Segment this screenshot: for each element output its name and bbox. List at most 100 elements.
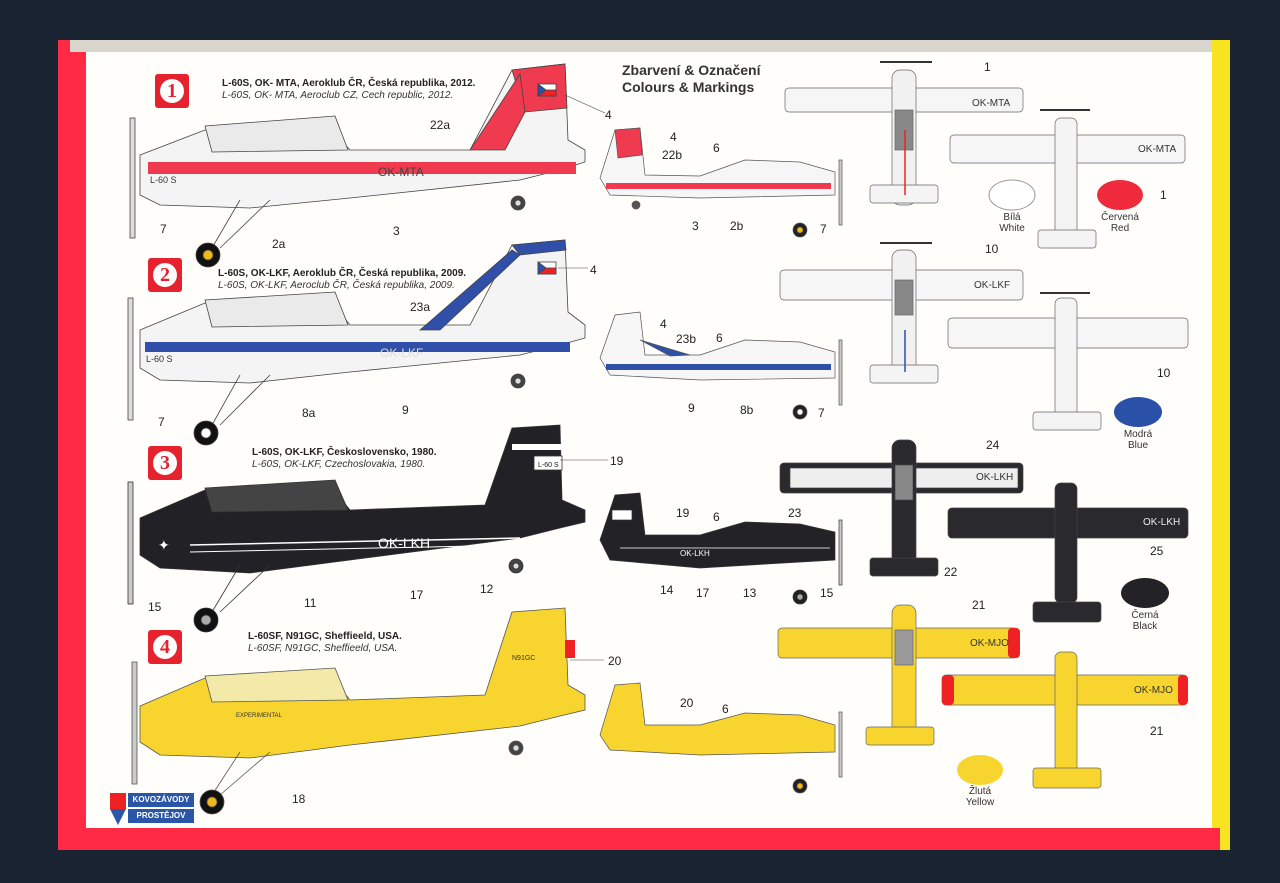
svg-text:N91GC: N91GC [512, 655, 535, 662]
scheme-badge-2: 2 [148, 258, 182, 292]
scheme4-small-profile [599, 682, 843, 794]
scheme2-title: L-60S, OK-LKF, Aeroklub ČR, Česká republ… [218, 268, 467, 279]
svg-text:OK-LKH: OK-LKH [680, 549, 710, 558]
callout: 11 [304, 596, 317, 610]
scheme4-top-view [777, 604, 1020, 746]
callout: 6 [716, 331, 723, 345]
svg-text:OK-LKF: OK-LKF [974, 280, 1010, 291]
svg-text:OK-MTA: OK-MTA [378, 165, 424, 179]
callout: 2a [272, 237, 286, 251]
scheme3-top-view [779, 439, 1024, 577]
scheme1-side-view [129, 63, 586, 268]
svg-text:EXPERIMENTAL: EXPERIMENTAL [236, 713, 283, 719]
manufacturer-logo: KOVOZÁVODY PROSTĚJOV [100, 793, 194, 827]
svg-text:OK-MJO: OK-MJO [970, 638, 1009, 649]
callout: 21 [972, 598, 986, 612]
scheme1-subtitle: L-60S, OK- MTA, Aeroclub CZ, Cech republ… [222, 90, 454, 101]
callout: 22b [662, 148, 683, 162]
callout: 10 [1157, 366, 1171, 380]
callout: 25 [1150, 544, 1164, 558]
callout: 10 [985, 242, 999, 256]
scheme4-subtitle: L-60SF, N91GC, Sheffieeld, USA. [248, 643, 398, 654]
callout: 15 [148, 600, 162, 614]
svg-text:L-60 S: L-60 S [146, 354, 173, 364]
callout: 6 [722, 702, 729, 716]
svg-text:OK-LKH: OK-LKH [1143, 517, 1180, 528]
callout: 12 [480, 582, 494, 596]
svg-text:L-60 S: L-60 S [538, 462, 559, 469]
header-title-cz: Zbarvení & Označení [622, 62, 761, 78]
swatch-red [1097, 180, 1143, 210]
callout: 7 [158, 415, 165, 429]
logo-mark-icon [110, 793, 126, 825]
swatch-yellow [957, 755, 1003, 785]
header-title-en: Colours & Markings [622, 79, 755, 95]
callout: 4 [670, 130, 677, 144]
svg-text:OK-MTA: OK-MTA [972, 98, 1010, 109]
svg-text:OK-LKH: OK-LKH [378, 535, 430, 551]
callout: 17 [410, 588, 424, 602]
callout: 23a [410, 300, 431, 314]
scheme4-title: L-60SF, N91GC, Sheffieeld, USA. [248, 631, 402, 642]
scheme4-bottom-view [941, 651, 1188, 789]
svg-text:OK-LKF: OK-LKF [380, 346, 423, 360]
callout: 13 [743, 586, 757, 600]
callout: 3 [393, 224, 400, 238]
callout: 6 [713, 141, 720, 155]
scheme3-small-profile [599, 492, 843, 605]
scheme2-side-view [127, 239, 586, 446]
callout: 17 [696, 586, 710, 600]
callout: 23b [676, 332, 697, 346]
callout: 14 [660, 583, 674, 597]
callout: 18 [292, 792, 306, 806]
callout: 9 [688, 401, 695, 415]
callout: 2b [730, 219, 744, 233]
callout: 23 [788, 506, 802, 520]
scheme2-small-profile [599, 311, 843, 420]
callout: 20 [608, 654, 622, 668]
callout: 21 [1150, 724, 1164, 738]
callout: 22a [430, 118, 451, 132]
callout: 9 [402, 403, 409, 417]
scheme-badge-4: 4 [148, 630, 182, 664]
svg-text:OK-MJO: OK-MJO [1134, 685, 1173, 696]
callout: 15 [820, 586, 834, 600]
scheme3-bottom-view [947, 482, 1189, 623]
callout: 1 [984, 60, 991, 74]
callout: 3 [692, 219, 699, 233]
callout: 4 [590, 263, 597, 277]
scheme2-subtitle: L-60S, OK-LKF, Aeroclub ČR, Česká republ… [218, 280, 455, 291]
scheme4-side-view [131, 607, 586, 815]
scheme-badge-3: 3 [148, 446, 182, 480]
callout: 4 [605, 108, 612, 122]
scheme2-bottom-view [947, 292, 1189, 431]
svg-text:OK-LKH: OK-LKH [976, 472, 1013, 483]
scheme1-bottom-view [949, 109, 1186, 249]
scheme2-top-view [779, 242, 1024, 384]
scheme3-title: L-60S, OK-LKF, Československo, 1980. [252, 447, 437, 458]
callout: 7 [820, 222, 827, 236]
callout: 6 [713, 510, 720, 524]
scheme3-side-view: ✦ [127, 424, 586, 633]
callout: 4 [660, 317, 667, 331]
callout: 7 [818, 406, 825, 420]
svg-text:OK-MTA: OK-MTA [1138, 144, 1176, 155]
scheme1-small-profile [599, 127, 843, 238]
callout: 24 [986, 438, 1000, 452]
svg-text:✦: ✦ [158, 538, 170, 554]
callout: 8a [302, 406, 316, 420]
scheme1-title: L-60S, OK- MTA, Aeroklub ČR, Česká repub… [222, 78, 476, 89]
swatch-white [988, 179, 1036, 211]
scheme3-subtitle: L-60S, OK-LKF, Czechoslovakia, 1980. [252, 459, 426, 470]
callout: 22 [944, 565, 958, 579]
callout: 19 [610, 454, 624, 468]
svg-text:L-60 S: L-60 S [150, 175, 177, 185]
scheme1-top-view [784, 61, 1024, 206]
callout: 1 [1160, 188, 1167, 202]
callout: 20 [680, 696, 694, 710]
scheme-badge-1: 1 [155, 74, 189, 108]
